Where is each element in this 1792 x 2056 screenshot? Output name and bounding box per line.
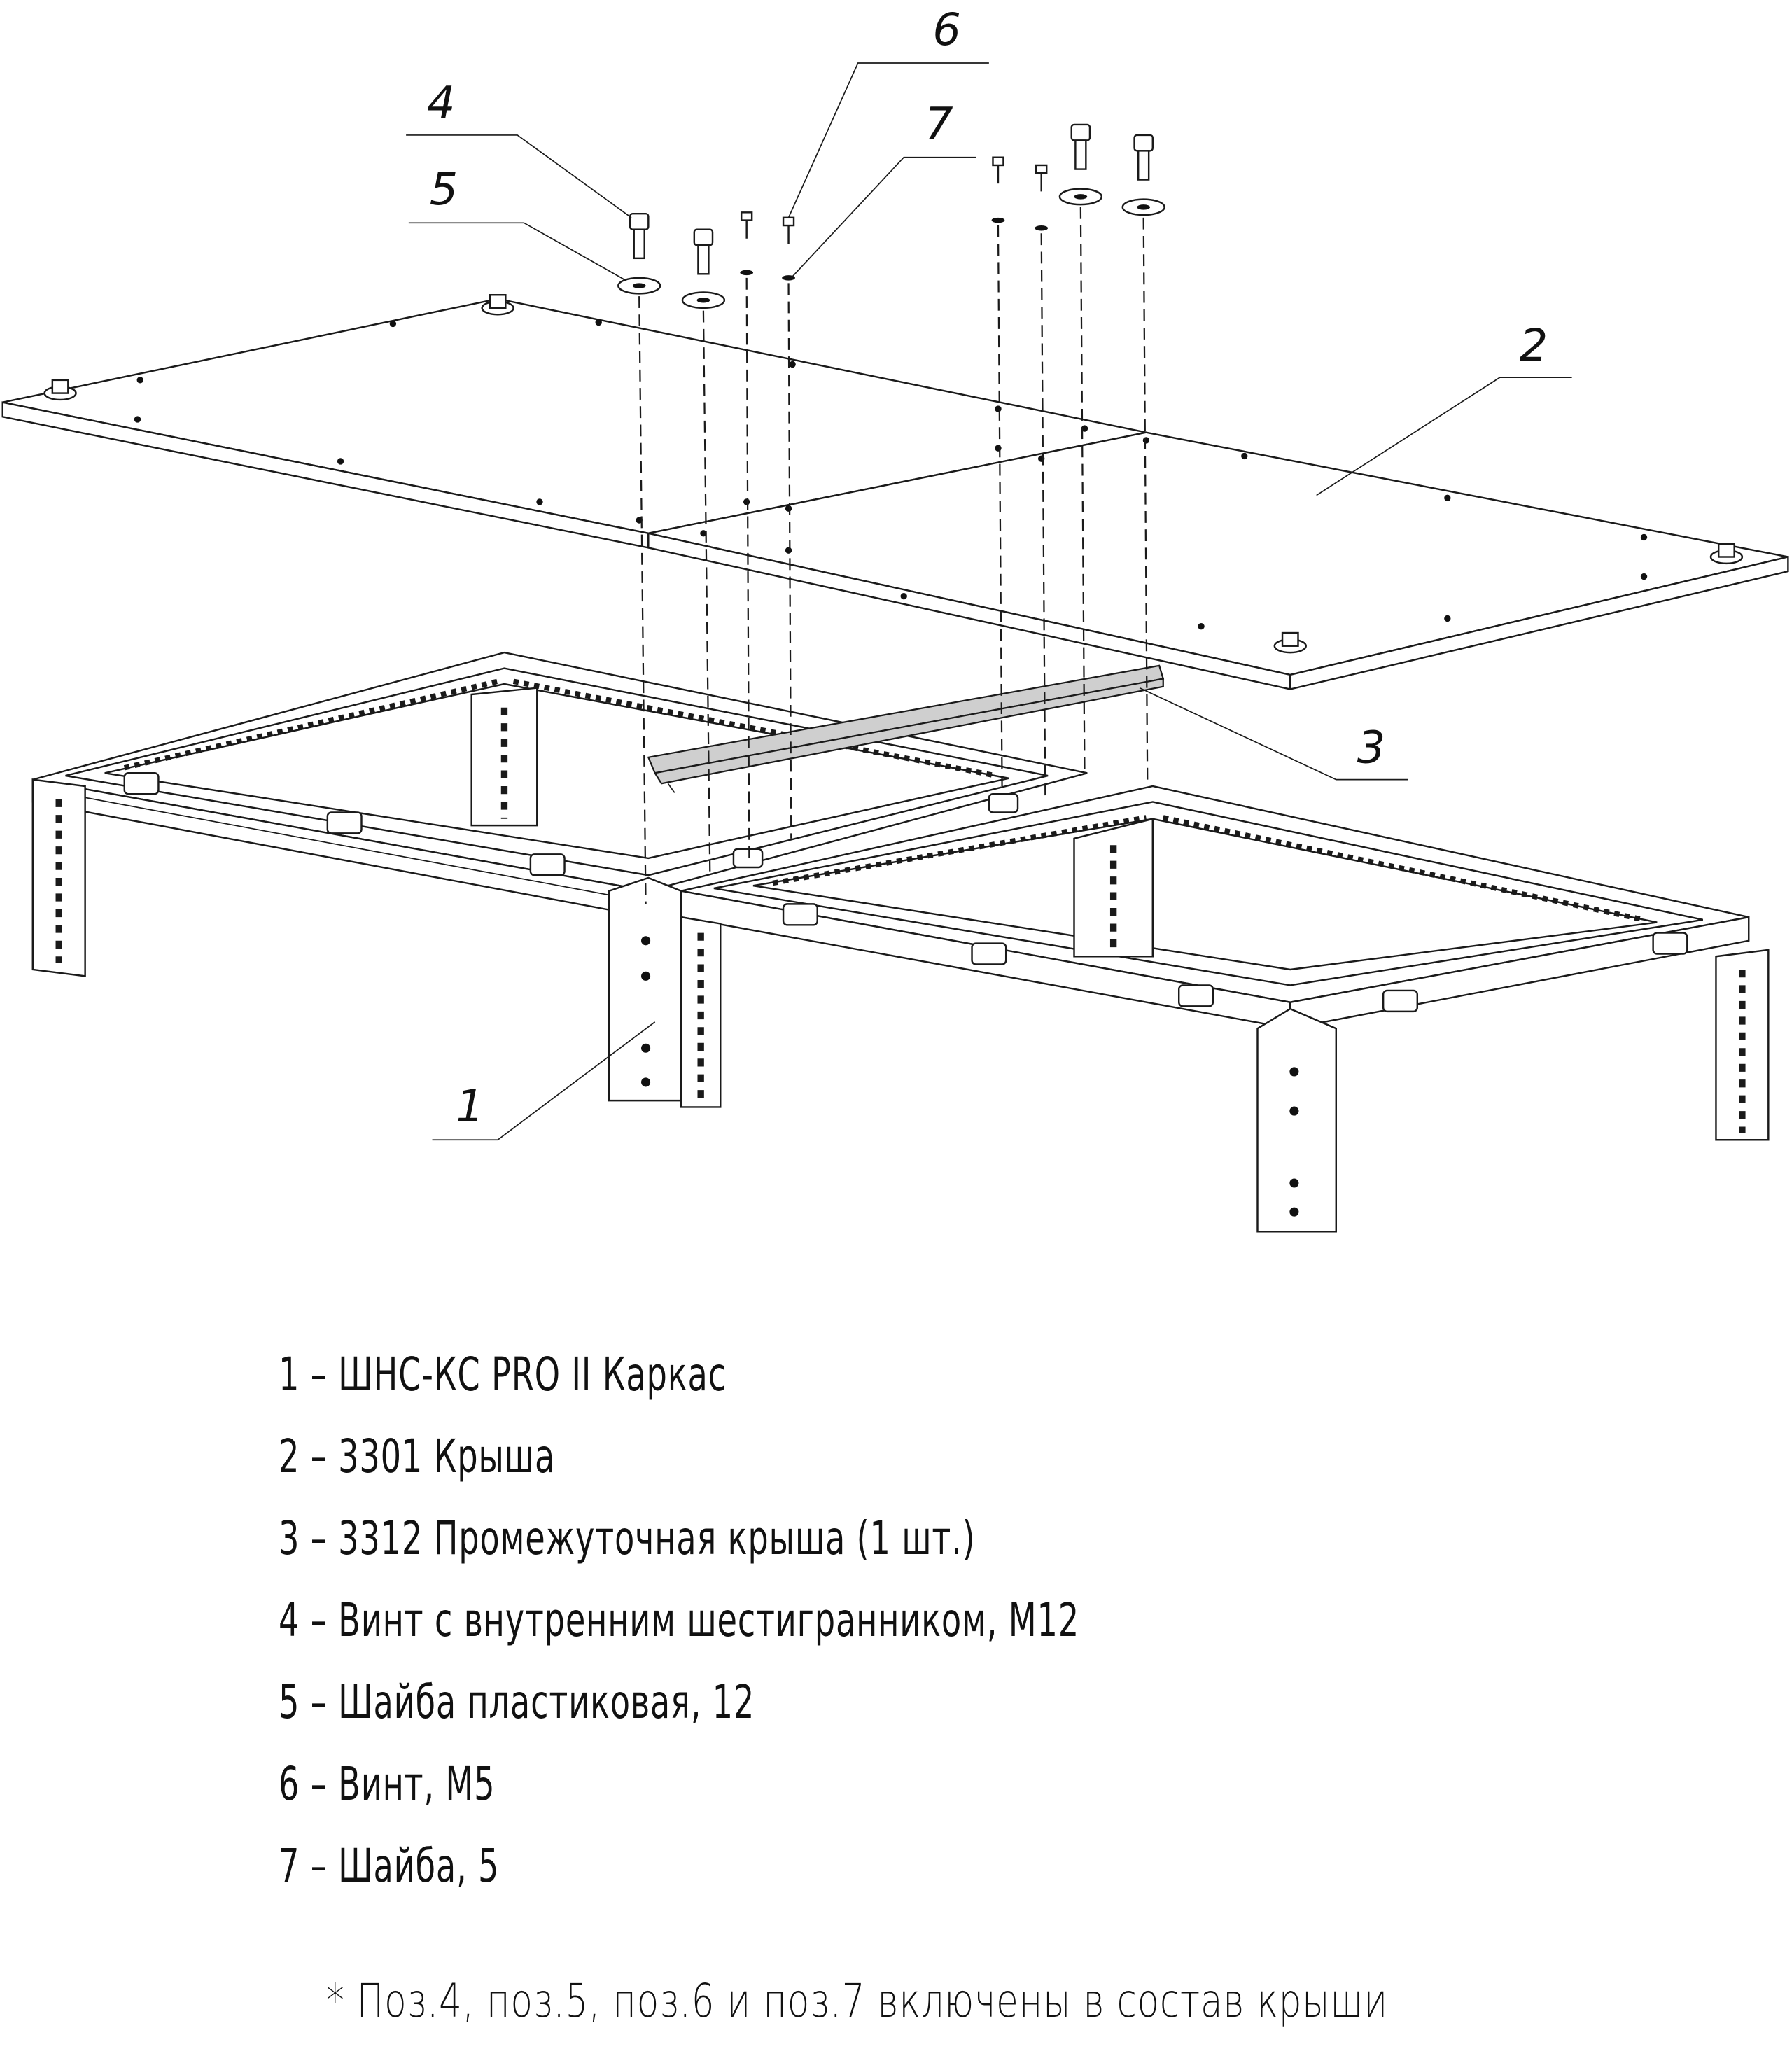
callout-7: 7: [790, 99, 976, 279]
legend-item-1: 1 – ШНС-КС PRO II Каркас: [279, 1348, 727, 1401]
callout-4: 4: [406, 78, 632, 218]
svg-text:4: 4: [427, 78, 455, 130]
legend-item-4: 4 – Винт с внутренним шестигранником, М1…: [279, 1593, 1079, 1647]
parts-legend: 1 – ШНС-КС PRO II Каркас 2 – 3301 Крыша …: [279, 1334, 1306, 1907]
svg-text:3: 3: [1357, 722, 1385, 774]
svg-text:5: 5: [430, 164, 458, 216]
svg-text:2: 2: [1520, 320, 1548, 372]
frame-legs: [31, 687, 1770, 1233]
intermediate-roof-rail: [647, 664, 1165, 793]
legend-item-7: 7 – Шайба, 5: [279, 1839, 500, 1893]
roof-panels: [1, 294, 1789, 691]
fasteners: [617, 123, 1166, 904]
callout-6: 6: [788, 4, 989, 218]
legend-item-5: 5 – Шайба пластиковая, 12: [279, 1675, 755, 1729]
legend-item-2: 2 – 3301 Крыша: [279, 1429, 556, 1483]
callout-3: 3: [1139, 687, 1408, 781]
footnote: * Поз.4, поз.5, поз.6 и поз.7 включены в…: [326, 1974, 1389, 2028]
exploded-assembly-drawing: 6 7 4 5 2 3 1: [1, 4, 1789, 1233]
frame-carcass: [31, 651, 1770, 1233]
legend-item-6: 6 – Винт, М5: [279, 1757, 496, 1811]
legend-item-3: 3 – 3312 Промежуточная крыша (1 шт.): [279, 1511, 976, 1565]
frame-brackets: [123, 772, 1688, 1013]
svg-text:1: 1: [456, 1081, 484, 1133]
callout-5: 5: [408, 164, 626, 281]
callout-2: 2: [1316, 320, 1572, 496]
svg-text:6: 6: [932, 4, 960, 56]
svg-text:7: 7: [925, 99, 953, 151]
callout-1: 1: [432, 1021, 656, 1141]
